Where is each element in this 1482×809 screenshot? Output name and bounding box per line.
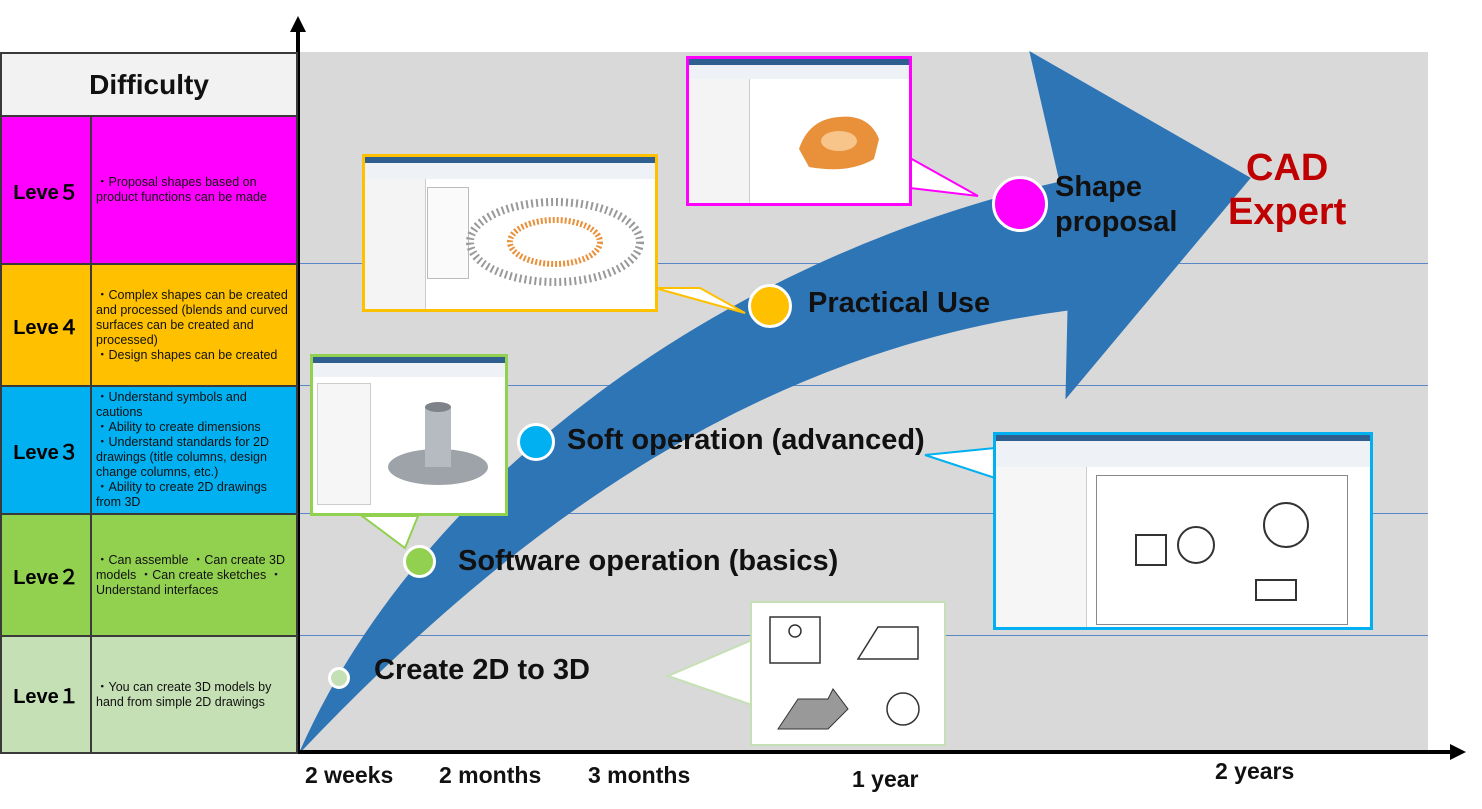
gridline <box>300 513 1428 514</box>
stage-label-create-2d-3d: Create 2D to 3D <box>374 654 590 686</box>
time-label-2-years: 2 years <box>1215 758 1295 784</box>
shape-proposal-screenshot <box>686 56 912 206</box>
callout-tail-level3 <box>924 446 996 480</box>
level5-desc: ・Proposal shapes based on product functi… <box>96 175 267 204</box>
callout-tail-level2 <box>358 515 420 550</box>
level5-label-cell: Leve５ <box>0 115 92 265</box>
level4-label: Leve４ <box>13 316 79 339</box>
x-axis-arrowhead <box>1450 744 1466 760</box>
level1-desc-cell: ・You can create 3D models by hand from s… <box>90 635 298 754</box>
stage-dot-software-basics <box>403 545 436 578</box>
level4-desc-cell: ・Complex shapes can be created and proce… <box>90 263 298 387</box>
callout-tail-level5 <box>909 156 979 197</box>
stage-dot-shape-proposal <box>992 176 1048 232</box>
level2-desc-cell: ・Can assemble ・Can create 3D models ・Can… <box>90 513 298 637</box>
cad-ring-icon <box>466 198 644 286</box>
cad-flange-part-icon <box>388 402 488 485</box>
level4-label-cell: Leve４ <box>0 263 92 387</box>
level2-desc: ・Can assemble ・Can create 3D models ・Can… <box>96 552 285 597</box>
time-label-2-weeks: 2 weeks <box>305 762 394 788</box>
level1-desc: ・You can create 3D models by hand from s… <box>96 679 272 709</box>
stage-label-shape-proposal: Shape proposal <box>1055 171 1178 238</box>
stage-label-practical-use: Practical Use <box>808 287 991 319</box>
level3-label: Leve３ <box>13 441 79 464</box>
level4-desc: ・Complex shapes can be created and proce… <box>96 287 288 362</box>
difficulty-header: Difficulty <box>0 52 298 117</box>
stage-dot-software-advanced <box>517 423 555 461</box>
stage-dot-create-2d-3d <box>328 667 350 689</box>
stage-dot-practical-use <box>748 284 792 328</box>
practical-use-screenshot <box>362 154 658 312</box>
software-basics-screenshot <box>310 354 508 516</box>
technical-drawing-icon <box>769 616 920 730</box>
difficulty-header-text: Difficulty <box>89 68 209 100</box>
level5-label: Leve５ <box>13 181 79 204</box>
stage-label-software-basics: Software operation (basics) <box>458 545 839 577</box>
cad-drawing-sheet-icon <box>1135 502 1309 601</box>
y-axis-arrowhead <box>290 16 306 32</box>
stage-label-software-advanced: Soft operation (advanced) <box>567 424 925 456</box>
cad-part-orange-icon <box>799 116 879 170</box>
level2-label-cell: Leve２ <box>0 513 92 637</box>
level3-desc-cell: ・Understand symbols and cautions ・Abilit… <box>90 385 298 515</box>
level1-label-cell: Leve１ <box>0 635 92 754</box>
level2-label: Leve２ <box>13 566 79 589</box>
level5-desc-cell: ・Proposal shapes based on product functi… <box>90 115 298 265</box>
time-label-1-year: 1 year <box>852 766 919 792</box>
software-advanced-screenshot <box>993 432 1373 630</box>
level3-label-cell: Leve３ <box>0 385 92 515</box>
callout-tail-level1 <box>665 638 753 707</box>
level1-label: Leve１ <box>13 686 79 708</box>
goal-cad-expert: CAD Expert <box>1228 147 1347 233</box>
callout-tail-level4 <box>654 287 746 314</box>
time-label-3-months: 3 months <box>588 762 691 788</box>
time-label-2-months: 2 months <box>439 762 542 788</box>
create-2d-3d-screenshot <box>750 601 946 746</box>
level3-desc: ・Understand symbols and cautions ・Abilit… <box>96 390 270 509</box>
gridline <box>300 385 1428 386</box>
